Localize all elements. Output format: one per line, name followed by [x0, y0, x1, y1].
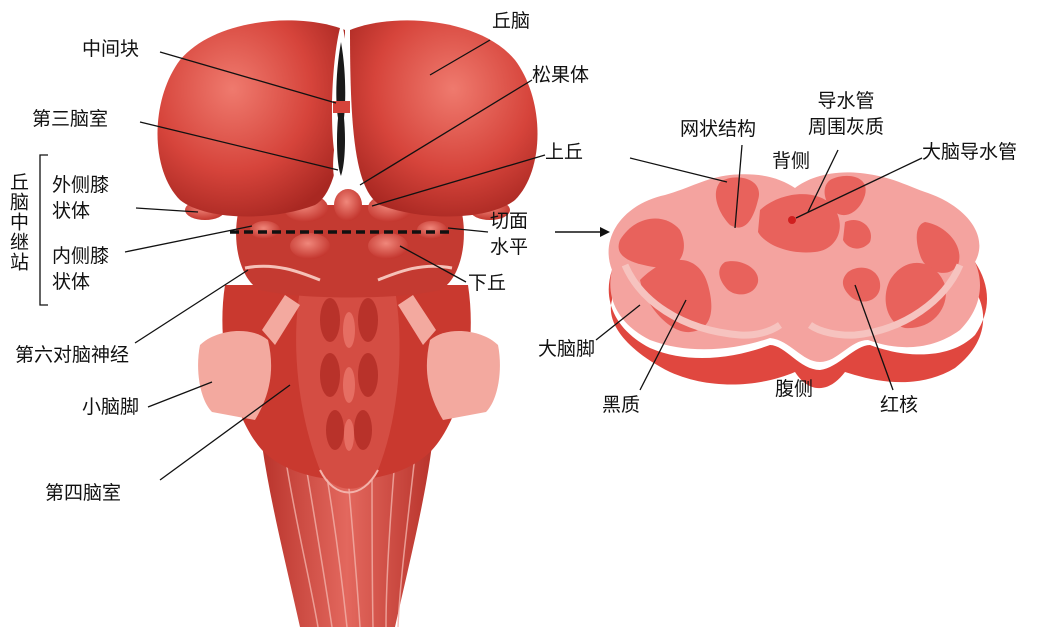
label-ventral: 腹侧: [775, 378, 814, 400]
label-inferior-colliculus: 下丘: [468, 272, 507, 294]
brainstem-illustration: [157, 20, 538, 627]
leader-lines: [124, 39, 923, 481]
label-interthalamic-adhesion: 中间块: [82, 38, 140, 60]
label-reticular-formation: 网状结构: [680, 118, 757, 140]
midbrain-cross-section: [608, 172, 988, 389]
label-medial-geniculate: 内侧膝 状体: [52, 245, 110, 293]
label-cut-plane: 切面 水平: [490, 210, 529, 258]
label-thalamic-relay: 丘脑中继站: [7, 172, 29, 272]
label-fourth-ventricle: 第四脑室: [45, 482, 122, 504]
label-superior-colliculus: 上丘: [545, 141, 584, 163]
relay-bracket: [39, 154, 48, 306]
label-abducens-nerve: 第六对脑神经: [15, 344, 130, 366]
label-thalamus: 丘脑: [492, 10, 531, 32]
label-substantia-nigra: 黑质: [602, 394, 641, 416]
label-dorsal: 背侧: [772, 150, 811, 172]
section-arrow-head: [600, 227, 610, 237]
label-cerebellar-peduncle: 小脑脚: [82, 396, 140, 418]
label-cerebral-peduncle: 大脑脚: [538, 338, 596, 360]
label-pineal-body: 松果体: [532, 64, 590, 86]
label-third-ventricle: 第三脑室: [32, 108, 109, 130]
label-red-nucleus: 红核: [880, 394, 919, 416]
label-cerebral-aqueduct: 大脑导水管: [922, 141, 1018, 163]
label-periaqueductal-gray: 导水管 周围灰质: [808, 90, 885, 138]
label-lateral-geniculate: 外侧膝 状体: [52, 174, 110, 222]
